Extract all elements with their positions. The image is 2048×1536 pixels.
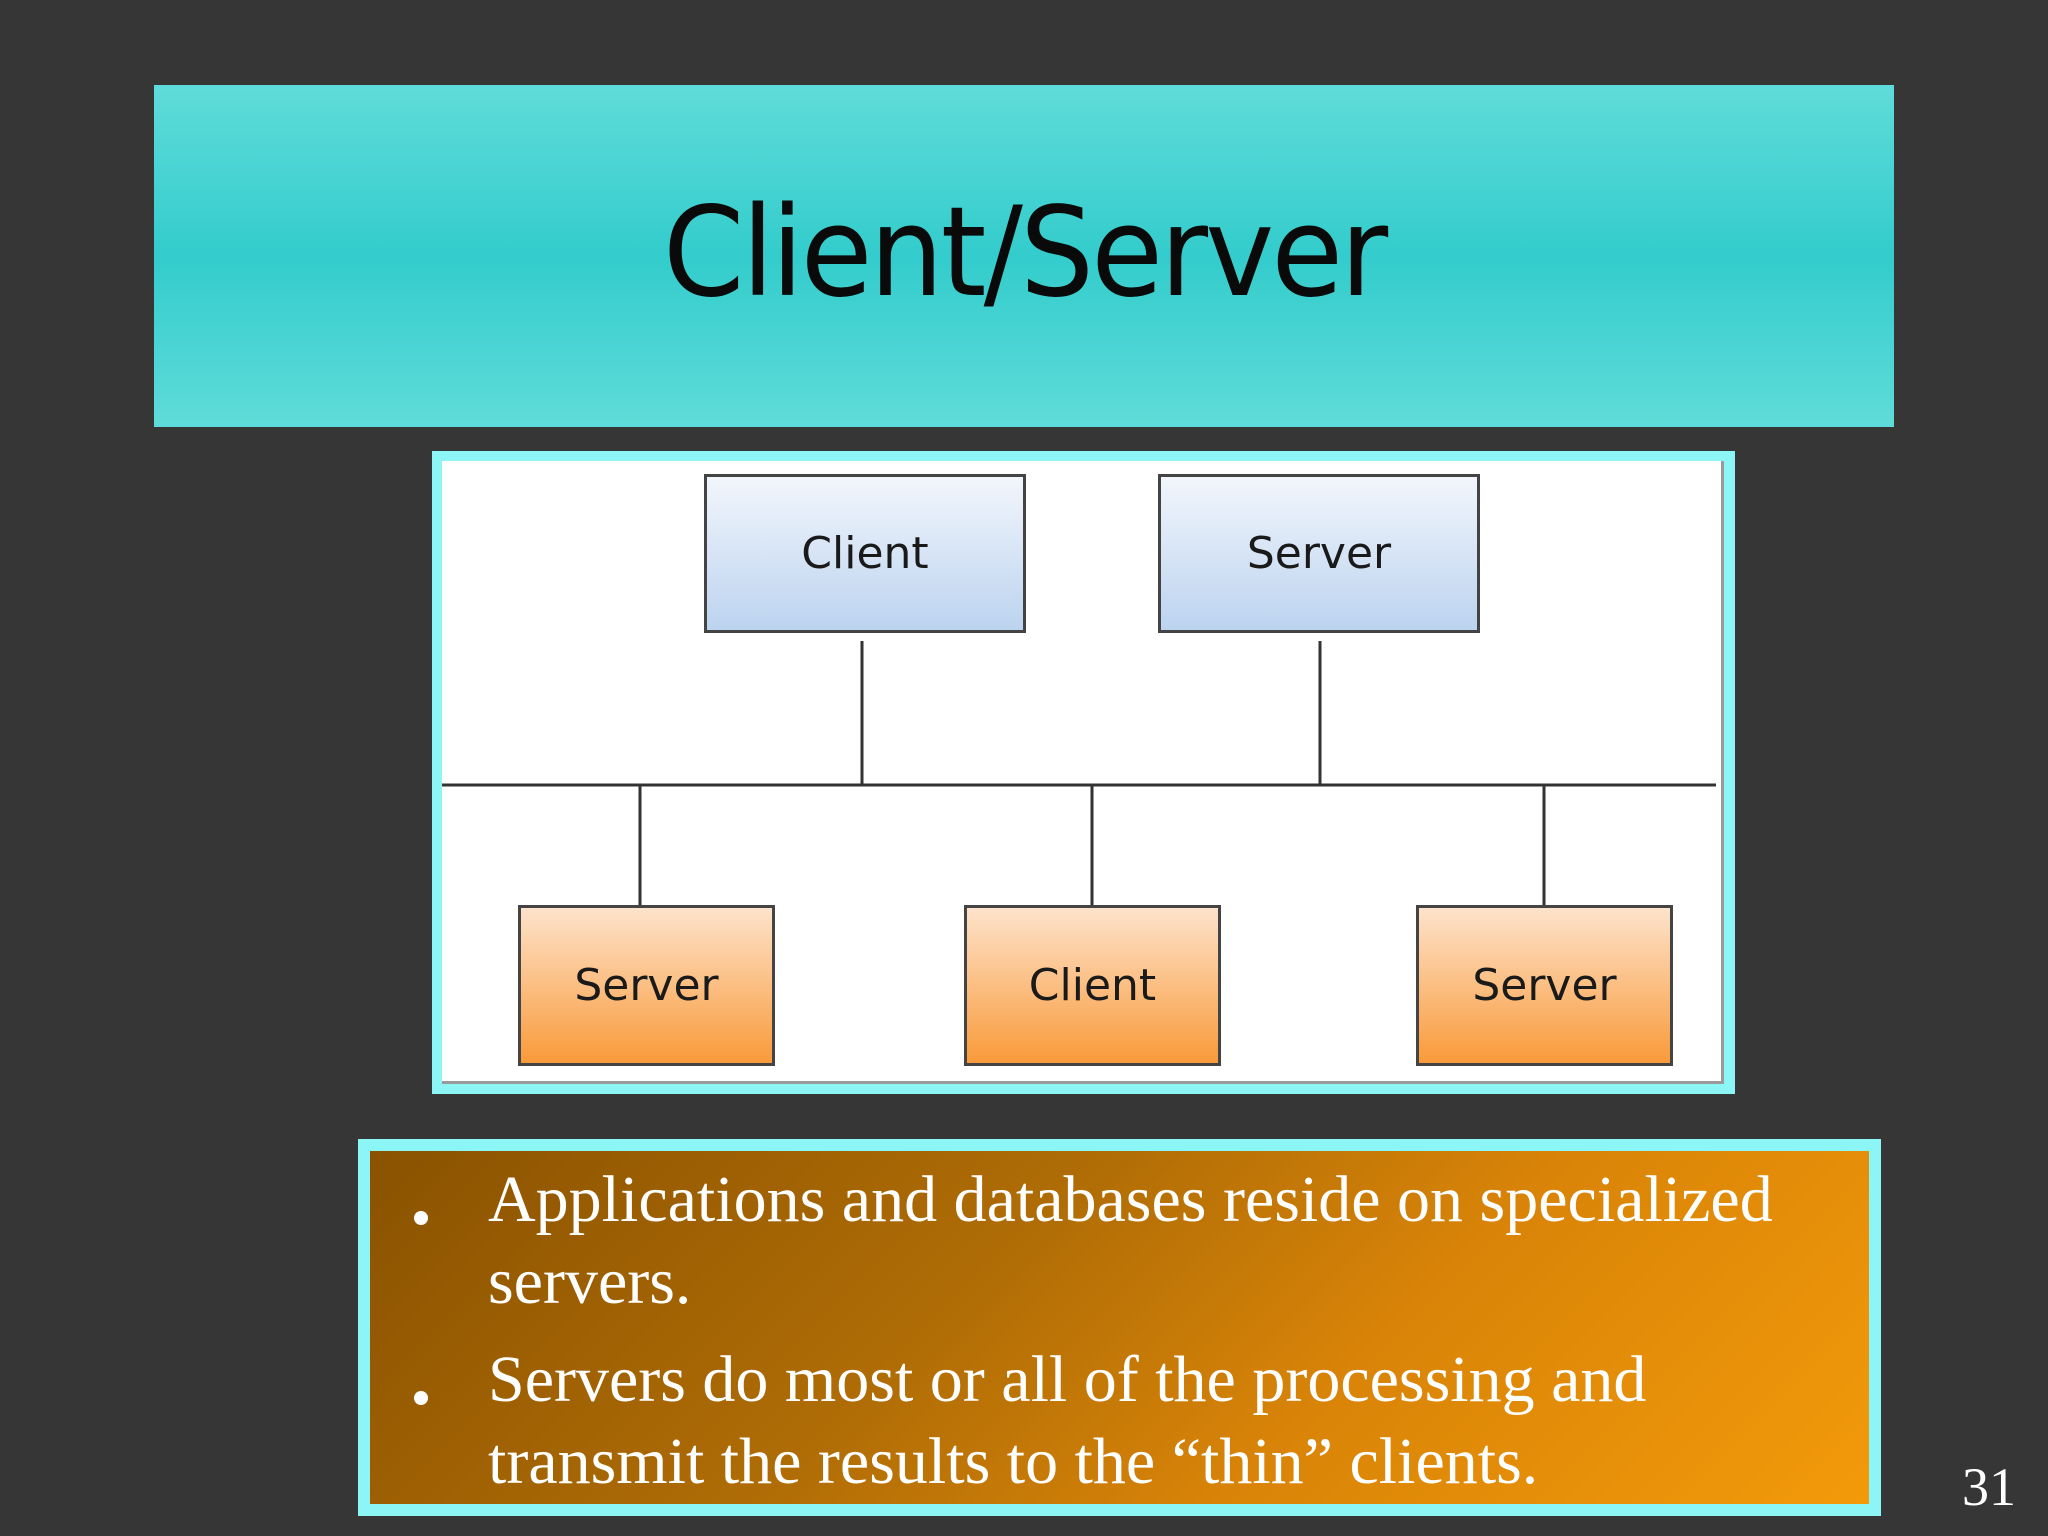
bottom-client-label: Client <box>1028 960 1157 1011</box>
bottom-client-node: Client <box>964 905 1221 1066</box>
top-server-label: Server <box>1246 528 1392 579</box>
slide-title: Client/Server <box>662 181 1388 325</box>
top-client-label: Client <box>801 528 929 579</box>
diagram-frame: Client Server Server Client Server <box>432 451 1735 1094</box>
connection-lines <box>442 641 1716 905</box>
page-number: 31 <box>1962 1457 2016 1517</box>
title-banner: Client/Server <box>154 85 1894 427</box>
top-client-node: Client <box>704 474 1026 633</box>
network-diagram: Client Server Server Client Server <box>442 461 1724 1084</box>
bullet-text: Servers do most or all of the processing… <box>488 1343 1647 1498</box>
bullet-dot-icon <box>414 1391 428 1405</box>
bottom-server-left-node: Server <box>518 905 775 1066</box>
bottom-server-right-label: Server <box>1472 960 1617 1011</box>
bullet-text-frame: Applications and databases reside on spe… <box>358 1139 1881 1516</box>
bullet-text: Applications and databases reside on spe… <box>488 1163 1773 1318</box>
bullet-text-box: Applications and databases reside on spe… <box>370 1151 1869 1504</box>
bottom-server-left-label: Server <box>574 960 719 1011</box>
top-server-node: Server <box>1158 474 1480 633</box>
bottom-server-right-node: Server <box>1416 905 1673 1066</box>
bullet-dot-icon <box>414 1211 428 1225</box>
